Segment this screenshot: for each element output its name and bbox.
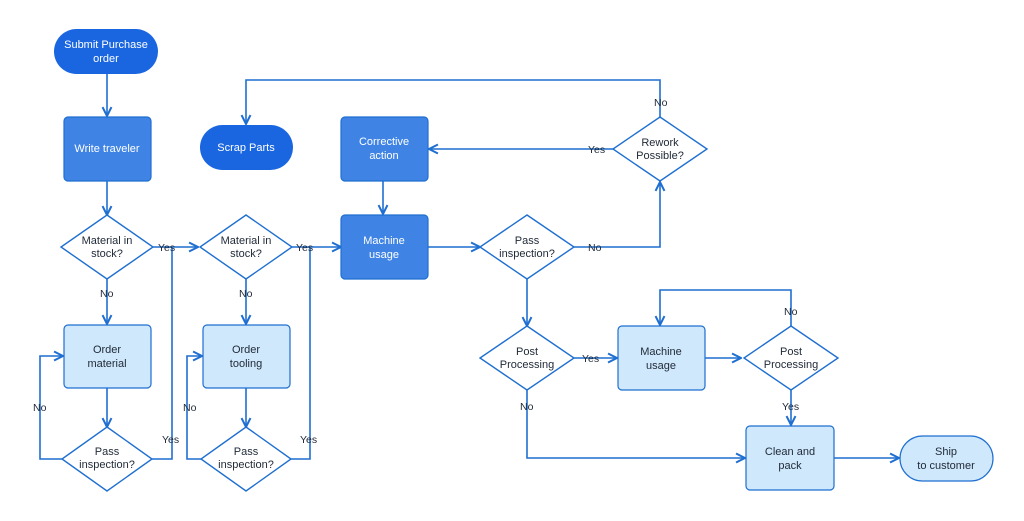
label-yes-stock2: Yes bbox=[296, 242, 313, 254]
node-material-in-stock-2-label-2: stock? bbox=[230, 248, 262, 260]
edge-inspection-no-to-rework bbox=[574, 182, 660, 248]
node-post-processing-1 bbox=[478, 325, 576, 391]
node-ship-to-customer-label-2: to customer bbox=[917, 460, 975, 472]
node-write-traveler-label: Write traveler bbox=[74, 143, 140, 155]
edge-inspection1-yes bbox=[152, 247, 173, 460]
node-pass-inspection-2-label-2: inspection? bbox=[218, 459, 274, 471]
node-material-in-stock-2-label: Material in bbox=[221, 235, 272, 247]
node-pass-inspection-2 bbox=[199, 426, 293, 492]
node-post-processing-1-label-2: Processing bbox=[500, 359, 554, 371]
node-machine-usage-2-label-2: usage bbox=[646, 360, 676, 372]
node-machine-usage-1-label: Machine bbox=[363, 235, 405, 247]
node-order-material-label: Order bbox=[93, 344, 121, 356]
node-corrective-action-label-2: action bbox=[369, 150, 398, 162]
node-order-tooling-label-2: tooling bbox=[230, 358, 262, 370]
node-order-material bbox=[63, 324, 152, 389]
node-scrap-parts-label: Scrap Parts bbox=[217, 142, 275, 154]
label-no-post2: No bbox=[784, 306, 798, 318]
node-pass-inspection-2-label: Pass bbox=[234, 446, 259, 458]
node-clean-and-pack-label-2: pack bbox=[778, 460, 802, 472]
node-corrective-action bbox=[340, 116, 429, 182]
node-pass-inspection-main bbox=[478, 214, 576, 280]
node-machine-usage-2 bbox=[617, 325, 706, 391]
node-machine-usage-1-label-2: usage bbox=[369, 249, 399, 261]
node-submit-purchase-order bbox=[54, 29, 158, 74]
edge-post1-no-to-clean bbox=[526, 390, 745, 458]
node-material-in-stock-1-label-2: stock? bbox=[91, 248, 123, 260]
node-rework-possible bbox=[611, 116, 709, 182]
label-no-stock2: No bbox=[239, 288, 253, 300]
node-order-tooling-label: Order bbox=[232, 344, 260, 356]
node-clean-and-pack-label: Clean and bbox=[765, 446, 815, 458]
label-yes-stock1: Yes bbox=[158, 242, 175, 254]
nodes: Submit Purchase order Scrap Parts Write … bbox=[54, 29, 994, 492]
node-pass-inspection-main-label-2: inspection? bbox=[499, 248, 555, 260]
edge-post2-no-loop bbox=[660, 289, 792, 326]
node-material-in-stock-1-label: Material in bbox=[82, 235, 133, 247]
node-pass-inspection-main-label: Pass bbox=[515, 235, 540, 247]
node-post-processing-2-label: Post bbox=[780, 346, 802, 358]
node-machine-usage-2-label: Machine bbox=[640, 346, 682, 358]
node-submit-purchase-order-label-2: order bbox=[93, 53, 119, 65]
node-post-processing-1-label: Post bbox=[516, 346, 538, 358]
node-material-in-stock-2 bbox=[198, 214, 294, 280]
node-rework-possible-label: Rework bbox=[641, 137, 679, 149]
edge-inspection1-no-loop bbox=[39, 356, 63, 460]
label-no-rework: No bbox=[654, 97, 668, 109]
node-rework-possible-label-2: Possible? bbox=[636, 150, 684, 162]
label-yes-inspection1: Yes bbox=[162, 434, 179, 446]
edge-labels: Yes No No Yes Yes No No Yes No Yes No Ye… bbox=[33, 97, 799, 446]
label-no-stock1: No bbox=[100, 288, 114, 300]
label-yes-inspection2: Yes bbox=[300, 434, 317, 446]
node-submit-purchase-order-label: Submit Purchase bbox=[64, 39, 148, 51]
label-no-post1: No bbox=[520, 401, 534, 413]
node-ship-to-customer bbox=[899, 435, 994, 482]
node-write-traveler bbox=[63, 116, 152, 182]
label-yes-rework: Yes bbox=[588, 144, 605, 156]
node-pass-inspection-1-label-2: inspection? bbox=[79, 459, 135, 471]
node-pass-inspection-1 bbox=[60, 426, 154, 492]
node-material-in-stock-1 bbox=[59, 214, 155, 280]
label-no-inspection2: No bbox=[183, 402, 197, 414]
label-yes-post2: Yes bbox=[782, 401, 799, 413]
node-post-processing-2 bbox=[742, 325, 840, 391]
edge-inspection2-yes bbox=[291, 247, 311, 460]
label-no-inspection1: No bbox=[33, 402, 47, 414]
node-order-material-label-2: material bbox=[87, 358, 126, 370]
node-corrective-action-label: Corrective bbox=[359, 136, 409, 148]
connectors bbox=[39, 74, 899, 460]
node-machine-usage-1 bbox=[340, 214, 429, 280]
edge-inspection2-no-loop bbox=[186, 356, 202, 460]
label-yes-post1: Yes bbox=[582, 353, 599, 365]
edge-rework-no-to-scrap bbox=[246, 79, 661, 124]
label-no-inspection-main: No bbox=[588, 242, 602, 254]
node-clean-and-pack bbox=[745, 425, 835, 491]
node-post-processing-2-label-2: Processing bbox=[764, 359, 818, 371]
node-pass-inspection-1-label: Pass bbox=[95, 446, 120, 458]
node-ship-to-customer-label: Ship bbox=[935, 446, 957, 458]
node-order-tooling bbox=[202, 324, 291, 389]
node-scrap-parts bbox=[200, 125, 293, 170]
